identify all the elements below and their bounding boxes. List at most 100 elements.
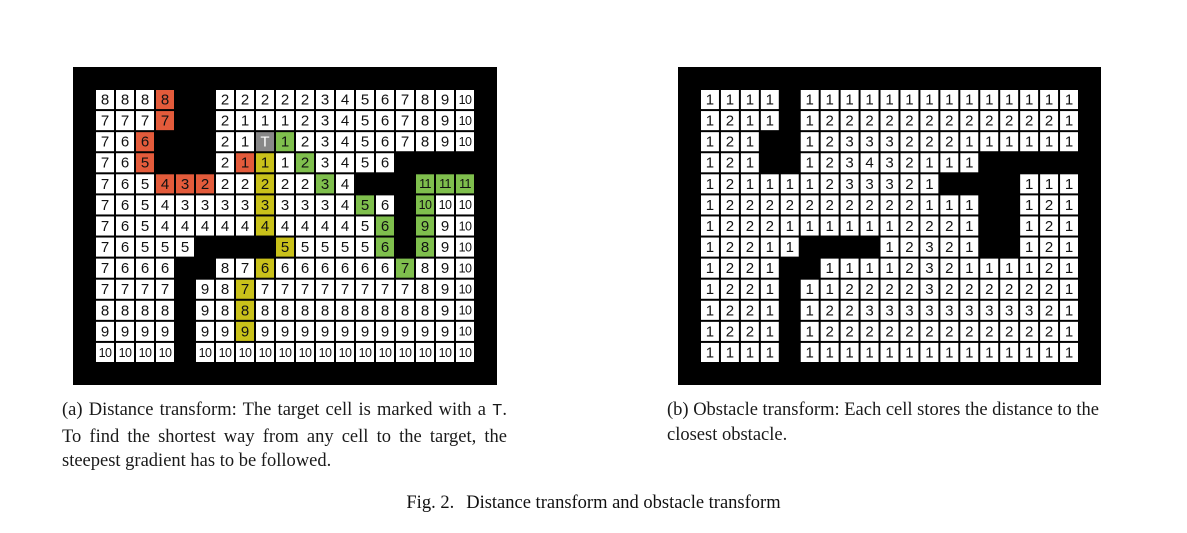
distance-cell-value: 10 [379,346,392,360]
distance-cell [256,195,274,215]
obstacle-cell [900,132,919,152]
distance-cell-value: 9 [261,323,269,340]
distance-cell [216,153,234,173]
distance-cell-value: 7 [401,260,409,277]
obstacle-cell [880,258,899,278]
obstacle-cell-value: 1 [1065,197,1073,214]
distance-cell-value: 9 [441,92,449,109]
obstacle-cell-value: 4 [865,155,873,172]
obstacle-cell [720,321,739,341]
distance-cell [316,342,334,362]
distance-cell [316,195,334,215]
obstacle-cell [900,90,919,110]
distance-cell-value: 1 [261,155,269,172]
obstacle-cell-value: 1 [825,281,833,298]
distance-cell [376,195,394,215]
obstacle-cell-value: 1 [1045,176,1053,193]
distance-cell [336,342,354,362]
distance-cell-value: 8 [221,260,229,277]
obstacle-cell-value: 2 [1045,323,1053,340]
distance-cell-value: 7 [361,281,369,298]
obstacle-cell-value: 1 [1065,323,1073,340]
distance-cell-value: 7 [121,281,129,298]
obstacle-cell-value: 1 [706,260,714,277]
distance-cell-value: 10 [419,198,432,212]
obstacle-cell-value: 2 [845,113,853,130]
distance-cell-value: 9 [441,281,449,298]
distance-cell-value: 11 [459,177,471,191]
distance-cell-value: 9 [221,323,229,340]
obstacle-cell-value: 3 [965,302,973,319]
obstacle-cell [1040,342,1059,362]
obstacle-cell-value: 2 [905,134,913,151]
distance-cell [376,153,394,173]
figure-caption-text: Distance transform and obstacle transfor… [466,493,781,513]
obstacle-cell [701,90,719,110]
distance-cell-value: 1 [241,134,249,151]
distance-cell-value: 7 [161,281,169,298]
obstacle-cell-value: 1 [706,134,714,151]
obstacle-cell-value: 2 [746,302,754,319]
distance-cell-value: 2 [301,113,309,130]
distance-cell-value: 8 [261,302,269,319]
distance-cell-value: 8 [421,92,429,109]
obstacle-cell-value: 1 [1065,239,1073,256]
obstacle-cell [960,321,979,341]
distance-cell-value: 8 [301,302,309,319]
distance-cell-value: 3 [281,197,289,214]
distance-cell [96,258,114,278]
obstacle-cell [840,132,859,152]
obstacle-cell [1060,300,1078,320]
obstacle-cell [920,132,939,152]
distance-cell-value: 6 [381,134,389,151]
distance-cell-value: 10 [459,135,472,149]
distance-cell-value: 9 [441,134,449,151]
distance-cell [436,216,454,236]
distance-cell-value: 7 [341,281,349,298]
distance-cell-value: 4 [161,197,169,214]
distance-cell [416,216,434,236]
obstacle-cell-value: 1 [1025,176,1033,193]
obstacle-cell-value: 3 [885,302,893,319]
obstacle-cell [840,279,859,299]
distance-cell [396,132,414,152]
distance-cell [396,90,414,110]
obstacle-cell [820,321,839,341]
obstacle-cell [960,90,979,110]
obstacle-cell-value: 2 [1005,281,1013,298]
obstacle-cell-value: 1 [1025,218,1033,235]
distance-cell-value: 4 [341,113,349,130]
obstacle-cell-value: 1 [1045,344,1053,361]
distance-cell-value: 9 [441,260,449,277]
distance-cell [156,216,174,236]
distance-cell-value: 8 [121,92,129,109]
obstacle-cell-value: 2 [726,281,734,298]
distance-cell [296,195,314,215]
distance-cell [396,279,414,299]
obstacle-cell [740,132,759,152]
obstacle-cell [760,174,779,194]
caption-a-target-symbol: T [492,402,503,421]
distance-cell-value: 8 [221,281,229,298]
obstacle-cell [800,321,819,341]
obstacle-cell-value: 3 [845,134,853,151]
distance-cell [96,321,114,341]
obstacle-cell-value: 2 [905,155,913,172]
distance-cell [316,111,334,131]
distance-cell [436,258,454,278]
obstacle-cell [800,195,819,215]
obstacle-cell [920,90,939,110]
obstacle-cell-value: 2 [1025,281,1033,298]
distance-cell-value: 7 [161,113,169,130]
distance-cell [356,195,374,215]
obstacle-cell [920,300,939,320]
obstacle-cell-value: 2 [985,281,993,298]
obstacle-cell-value: 1 [1045,92,1053,109]
distance-cell [116,90,134,110]
obstacle-cell [1020,342,1039,362]
obstacle-cell [760,216,779,236]
distance-cell [196,174,214,194]
obstacle-cell [1020,195,1039,215]
obstacle-cell-value: 1 [865,218,873,235]
